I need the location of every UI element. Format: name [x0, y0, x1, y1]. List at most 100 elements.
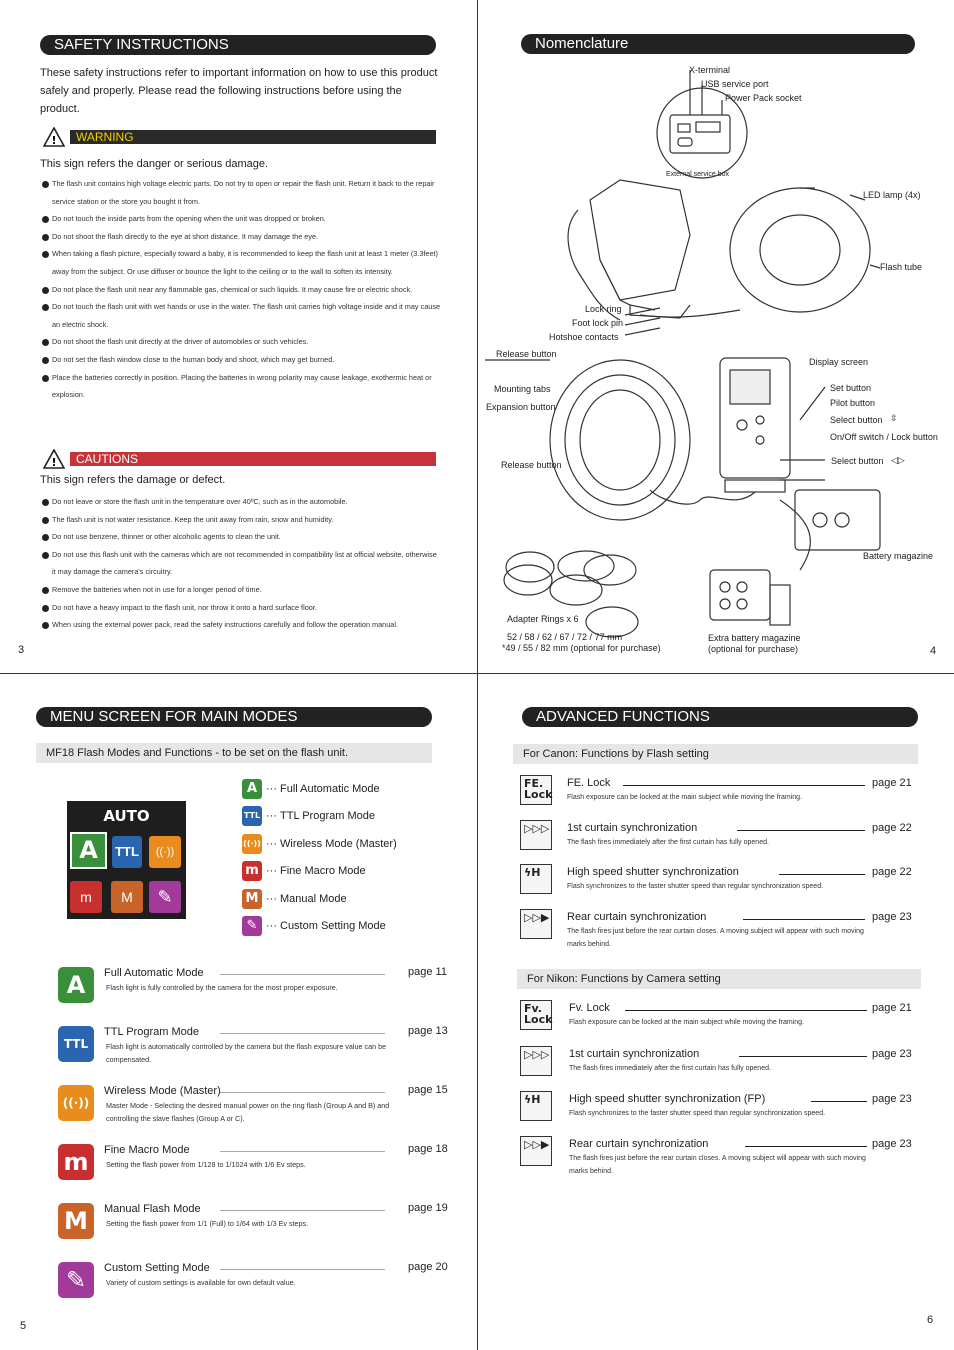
mode-title-1: TTL Program Mode — [104, 1026, 199, 1038]
nikon-header: For Nikon: Functions by Camera setting — [517, 969, 921, 989]
caution-item: Do not leave or store the flash unit in … — [42, 493, 442, 511]
svg-text:!: ! — [51, 134, 56, 147]
label-extra-mag: Extra battery magazine — [708, 633, 801, 643]
label-extra-mag-opt: (optional for purchase) — [708, 644, 799, 654]
warning-item: Do not shoot the flash directly to the e… — [42, 228, 442, 246]
warning-item: Do not shoot the flash unit directly at … — [42, 333, 442, 351]
cautions-list: Do not leave or store the flash unit in … — [42, 493, 442, 634]
mode-page-4: page 19 — [408, 1202, 448, 1214]
mode-title-0: Full Automatic Mode — [104, 967, 204, 979]
mode-title-2: Wireless Mode (Master) — [104, 1085, 221, 1097]
canon-leader-3 — [743, 919, 865, 920]
mode-icon-2: ((·)) — [58, 1085, 94, 1121]
legend-dots-2: ··· — [266, 837, 277, 850]
mode-leader-1 — [220, 1033, 385, 1034]
nikon-page-2: page 23 — [872, 1093, 912, 1105]
mode-leader-4 — [220, 1210, 385, 1211]
nikon-icon-0: Fv.Lock — [520, 1000, 552, 1030]
label-select-v: Select button — [830, 415, 883, 425]
nikon-icon-3: ▷▷▶ — [520, 1136, 552, 1166]
mode-desc-5: Variety of custom settings is available … — [106, 1278, 296, 1287]
caution-item: The flash unit is not water resistance. … — [42, 511, 442, 529]
mode-desc-4: Setting the flash power from 1/1 (Full) … — [106, 1219, 309, 1228]
nikon-desc-0: Flash exposure can be locked at the main… — [569, 1019, 805, 1026]
advanced-functions-title: ADVANCED FUNCTIONS — [522, 707, 918, 727]
legend-icon-0: A — [242, 779, 262, 799]
warning-item: Do not touch the flash unit with wet han… — [42, 298, 442, 333]
flash-menu-screen: AUTO A TTL ((·)) m M ✎ — [67, 801, 186, 919]
label-flash-tube: Flash tube — [880, 262, 923, 272]
canon-page-2: page 22 — [872, 866, 912, 878]
canon-icon-1: ▷▷▷ — [520, 820, 552, 850]
canon-icon-3: ▷▷▶ — [520, 909, 552, 939]
mode-title-5: Custom Setting Mode — [104, 1262, 210, 1274]
leftright-arrows-icon: ◁▷ — [891, 455, 905, 465]
warning-item: Do not place the flash unit near any fla… — [42, 281, 442, 299]
canon-icon-0: FE.Lock — [520, 775, 552, 805]
page-divider-vertical — [477, 0, 478, 1350]
warning-item: Do not set the flash window close to the… — [42, 351, 442, 369]
mode-leader-2 — [220, 1092, 385, 1093]
canon-desc-1: The flash fires immediately after the fi… — [567, 839, 769, 846]
label-adapter: Adapter Rings x 6 — [507, 614, 579, 624]
label-usb: USB service port — [701, 79, 769, 89]
label-hotshoe: Hotshoe contacts — [549, 332, 619, 342]
mode-icon-0: A — [58, 967, 94, 1003]
mode-icon-3: m — [58, 1144, 94, 1180]
label-set: Set button — [830, 383, 872, 393]
legend-label-0: Full Automatic Mode — [280, 783, 380, 795]
canon-leader-1 — [737, 830, 865, 831]
label-pilot: Pilot button — [830, 398, 876, 408]
label-led: LED lamp (4x) — [863, 190, 921, 200]
flash-diagram — [485, 70, 881, 638]
canon-desc-2: Flash synchronizes to the faster shutter… — [567, 883, 824, 890]
label-adapter-optional: *49 / 55 / 82 mm (optional for purchase) — [502, 643, 661, 653]
mode-icon-1: TTL — [58, 1026, 94, 1062]
label-lock-ring: Lock ring — [585, 304, 622, 314]
updown-arrows-icon: ⇳ — [890, 413, 898, 423]
canon-icon-2: ϟH — [520, 864, 552, 894]
canon-desc-3: The flash fires just before the rear cur… — [567, 928, 864, 948]
canon-title-0: FE. Lock — [567, 777, 611, 789]
nikon-desc-3: The flash fires just before the rear cur… — [569, 1155, 866, 1175]
label-release-2: Release button — [501, 460, 562, 470]
nikon-leader-2 — [811, 1101, 867, 1102]
page-number-6: 6 — [927, 1314, 934, 1326]
canon-header: For Canon: Functions by Flash setting — [513, 744, 918, 764]
mode-page-2: page 15 — [408, 1084, 448, 1096]
safety-intro: These safety instructions refer to impor… — [40, 67, 438, 115]
menu-screen-title: MENU SCREEN FOR MAIN MODES — [36, 707, 432, 727]
svg-text:!: ! — [51, 456, 56, 469]
warning-item: When taking a flash picture, especially … — [42, 245, 442, 280]
nikon-page-1: page 23 — [872, 1048, 912, 1060]
legend-icon-4: M — [242, 888, 262, 909]
caution-icon: ! — [43, 449, 65, 469]
label-foot-lock: Foot lock pin — [572, 318, 624, 328]
canon-page-1: page 22 — [872, 822, 912, 834]
legend-label-1: TTL Program Mode — [280, 810, 375, 823]
mode-leader-5 — [220, 1269, 385, 1270]
caution-item: Do not have a heavy impact to the flash … — [42, 599, 442, 617]
cautions-sign-text: This sign refers the damage or defect. — [40, 474, 226, 486]
legend-label-3: Fine Macro Mode — [280, 865, 366, 878]
nikon-page-0: page 21 — [872, 1002, 912, 1014]
mode-title-3: Fine Macro Mode — [104, 1144, 190, 1156]
nikon-page-3: page 23 — [872, 1138, 912, 1150]
warning-list: The flash unit contains high voltage ele… — [42, 175, 442, 404]
cautions-label: CAUTIONS — [70, 452, 436, 466]
page-number-5: 5 — [20, 1320, 27, 1332]
nikon-icon-2: ϟH — [520, 1091, 552, 1121]
nikon-icon-1: ▷▷▷ — [520, 1046, 552, 1076]
screen-manual-icon: M — [111, 881, 143, 913]
nikon-leader-3 — [745, 1146, 867, 1147]
legend-dots-0: ··· — [266, 783, 277, 795]
mode-leader-0 — [220, 974, 385, 975]
warning-item: Do not touch the inside parts from the o… — [42, 210, 442, 228]
label-select-h: Select button — [831, 456, 884, 466]
screen-auto-label: AUTO — [103, 807, 150, 825]
canon-page-0: page 21 — [872, 777, 912, 789]
mode-icon-5: ✎ — [58, 1262, 94, 1298]
warning-item: The flash unit contains high voltage ele… — [42, 175, 442, 210]
mode-page-3: page 18 — [408, 1143, 448, 1155]
screen-custom-icon: ✎ — [149, 881, 181, 913]
